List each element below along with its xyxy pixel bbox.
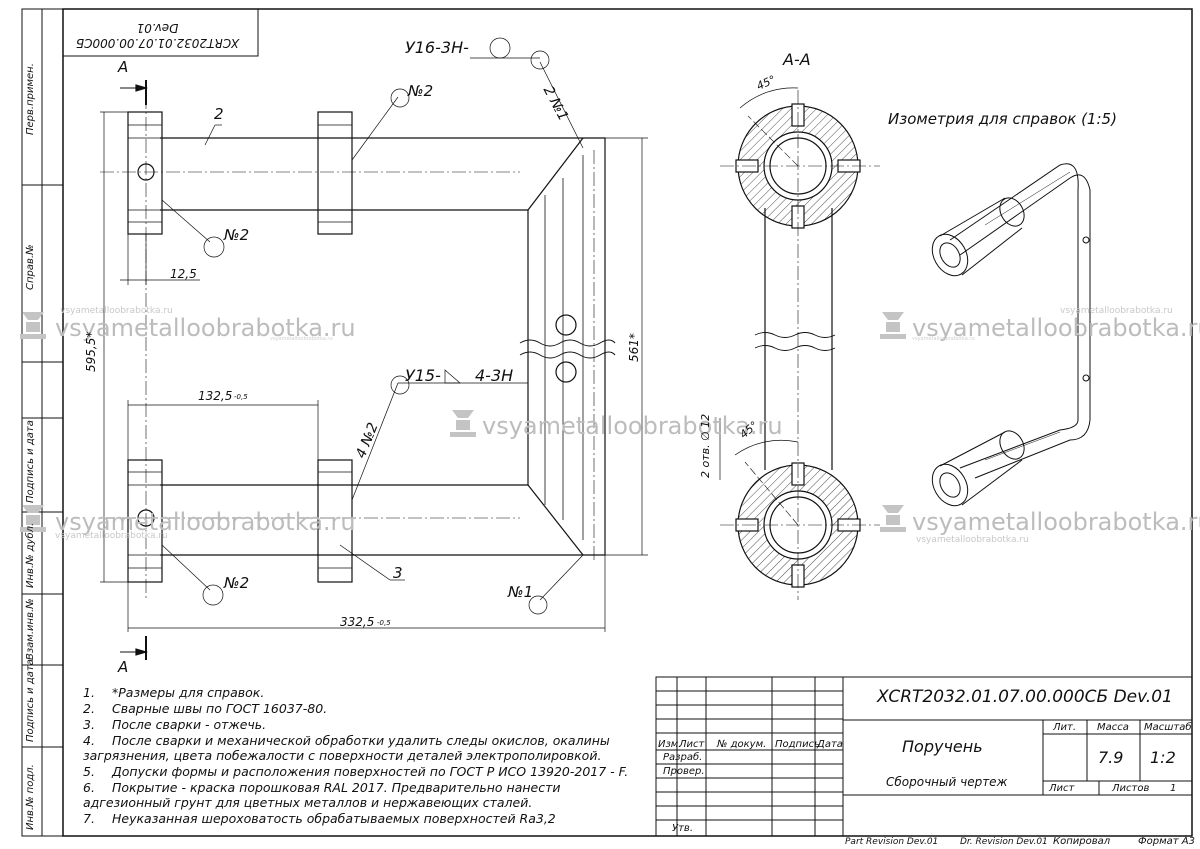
label-sheet: Лист [1049,783,1075,794]
watermark-text: vsyametalloobrabotka.ru [55,508,356,536]
dimension-132-5: 132,5 [198,389,233,403]
dimension-12-5: 12,5 [170,267,197,281]
row-label: Изм. [658,739,682,750]
role-label: Провер. [663,766,705,777]
dimension-332-5: 332,5 [340,615,375,629]
mass-value: 7.9 [1098,748,1124,767]
row-label: Дата [817,739,843,750]
copied-label: Копировал [1053,836,1111,847]
watermark-text: vsyametalloobrabotka.ru [55,314,356,342]
section-letter-bottom: А [118,658,129,676]
mirrored-stamp-line2: Dev.01 [136,21,179,35]
row-label: Подпись [775,739,820,750]
side-label: Перв.примен. [25,63,36,135]
side-label: Подпись и дата [25,659,36,742]
position-3: 3 [393,564,403,582]
watermark-logos [20,312,906,532]
leader-no2-bottom: №2 [224,574,250,592]
dimension-561: 561* [627,333,641,362]
watermark-tiny: vsyametalloobrabotka.ru [912,336,975,342]
leader-no2-top-left: №2 [224,226,250,244]
watermark-text: vsyametalloobrabotka.ru [912,508,1200,536]
note-number: 1. [83,685,95,700]
side-label: Инв.№ подл. [25,764,36,830]
sheets-value: 1 [1170,783,1177,794]
side-label: Справ.№ [25,244,36,290]
weld-symbol-top: У16-3Н- [405,38,469,57]
note-text: Покрытие - краска порошковая RAL 2017. П… [112,780,561,795]
mirrored-stamp-line1: XCRT2032.01.07.00.000СБ [75,36,240,50]
scale-value: 1:2 [1150,748,1176,767]
section-letter-top: А [118,58,129,76]
weld-symbol-mid-a: У15- [405,366,441,385]
note-text: *Размеры для справок. [112,685,265,700]
label-scale: Масштаб [1144,722,1192,733]
note-number: 2. [83,701,95,716]
note-number: 7. [83,811,95,826]
role-label: Разраб. [663,752,703,763]
leader-no2-top-mid: №2 [408,82,434,100]
drawing-revision: Dr. Revision Dev.01 [960,837,1048,847]
label-mass: Масса [1097,722,1129,733]
watermark-small: vsyametalloobrabotka.ru [1060,306,1173,316]
note-text: загрязнения, цвета побежалости с поверхн… [83,748,602,763]
note-text: После сварки и механической обработки уд… [112,733,610,748]
watermark-text: vsyametalloobrabotka.ru [912,314,1200,342]
note-text: После сварки - отжечь. [112,717,267,732]
note-number: 3. [83,717,95,732]
tolerance: -0,5 [377,619,391,627]
section-a-a [719,87,880,600]
watermark-text: vsyametalloobrabotka.ru [482,412,783,440]
leader-no1-bottom: №1 [508,583,534,601]
note-number: 5. [83,764,95,779]
format-label: Формат А3 [1138,836,1195,847]
row-label: № докум. [717,739,767,750]
watermark-tiny: vsyametalloobrabotka.ru [270,336,333,342]
part-revision: Part Revision Dev.01 [845,837,939,847]
stamp-designation: XCRT2032.01.07.00.000СБ Dev.01 [877,687,1173,707]
note-text: Неуказанная шероховатость обрабатываемых… [112,811,556,826]
tolerance: -0,5 [234,393,248,401]
weld-symbol-mid-b: 4-3Н [475,366,514,385]
iso-title: Изометрия для справок (1:5) [888,110,1117,128]
stamp-name: Поручень [902,737,983,756]
note-text: адгезионный грунт для цветных металлов и… [83,795,533,810]
note-number: 4. [83,733,95,748]
role-label: Утв. [672,823,693,834]
row-label: Лист [679,739,705,750]
side-label: Инв.№ дубл. [25,522,36,588]
watermark-small: vsyametalloobrabotka.ru [916,535,1029,545]
section-title: А-А [783,50,811,69]
label-lit: Лит. [1053,722,1077,733]
mirrored-stamp-box [62,8,259,57]
holes-note: 2 отв. ∅ 12 [699,413,712,478]
note-number: 6. [83,780,95,795]
note-text: Допуски формы и расположения поверхносте… [112,764,629,779]
stamp-doc-type: Сборочный чертеж [886,775,1008,789]
isometric-view [931,163,1091,507]
side-label: Подпись и дата [25,420,36,503]
dimension-595-5: 595,5* [84,331,98,372]
side-label: Взам.инв.№ [25,598,36,660]
title-block [655,676,1193,837]
watermark-small: vsyametalloobrabotka.ru [55,531,168,541]
front-view [100,37,648,660]
label-sheets: Листов [1112,783,1150,794]
position-2: 2 [214,105,224,123]
watermark-small: vsyametalloobrabotka.ru [60,306,173,316]
note-text: Сварные швы по ГОСТ 16037-80. [112,701,328,716]
